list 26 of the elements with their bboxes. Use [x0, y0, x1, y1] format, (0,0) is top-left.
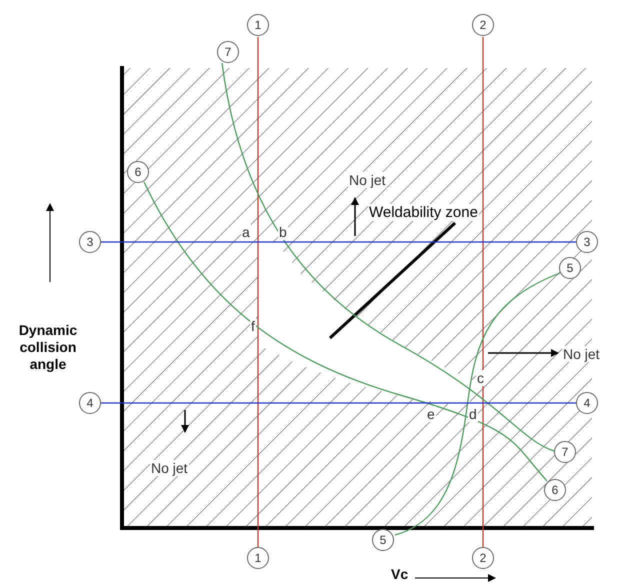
- curve: [143, 182, 548, 482]
- vertical-line: [482, 37, 484, 547]
- note-text: No jet: [150, 460, 189, 476]
- curve: [221, 62, 554, 452]
- point-letter: c: [476, 370, 485, 386]
- note-text: No jet: [562, 346, 601, 362]
- note-text: No jet: [348, 172, 387, 188]
- horizontal-line: [101, 241, 576, 243]
- vertical-line: [257, 37, 259, 547]
- circled-number: 4: [79, 392, 101, 414]
- circled-number: 5: [372, 529, 394, 551]
- point-letter: d: [468, 406, 478, 422]
- point-letter: a: [241, 224, 251, 240]
- zone-label: Weldability zone: [368, 204, 479, 221]
- horizontal-line: [101, 402, 576, 404]
- circled-number: 1: [247, 547, 269, 569]
- circled-number: 3: [79, 231, 101, 253]
- leader-line: [328, 222, 456, 340]
- point-letter: f: [250, 318, 256, 334]
- point-letter: b: [278, 224, 288, 240]
- circled-number: 2: [472, 547, 494, 569]
- circled-number: 7: [217, 41, 239, 63]
- circled-number: 1: [247, 14, 269, 36]
- point-letter: e: [426, 406, 436, 422]
- circled-number: 2: [472, 14, 494, 36]
- axis-title: Vc: [390, 566, 410, 582]
